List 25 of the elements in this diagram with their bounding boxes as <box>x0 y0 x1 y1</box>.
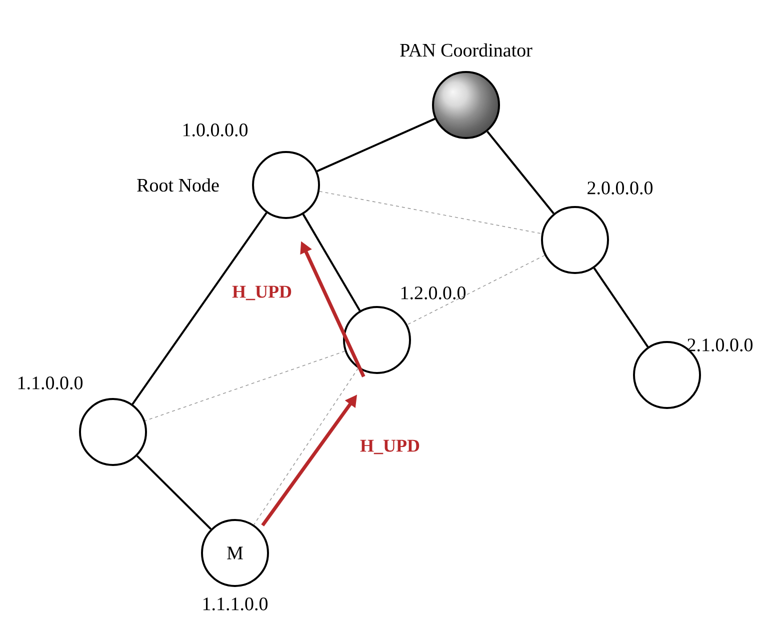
node-circle <box>343 306 411 374</box>
node-circle <box>432 71 500 139</box>
node-circle <box>252 151 320 219</box>
edge-label: H_UPD <box>360 440 420 454</box>
node-circle <box>541 206 609 274</box>
connector-line <box>486 130 554 214</box>
dashed-line <box>144 350 346 422</box>
edge-label: H_UPD <box>232 286 292 300</box>
node-label: 2.0.0.0.0 <box>588 182 653 194</box>
dashed-line <box>253 368 359 526</box>
node-label: 1.1.1.0.0 <box>203 598 268 610</box>
node-label: 2.1.0.0.0 <box>688 338 753 352</box>
connector-line <box>593 268 649 348</box>
node-label: 1.1.0.0.0 <box>18 376 83 390</box>
connector-line <box>132 212 268 405</box>
dashed-line <box>406 254 546 326</box>
connector-line <box>316 118 436 172</box>
node-label: Root Node <box>137 178 219 192</box>
node-label: 1.2.0.0.0 <box>401 286 466 300</box>
node-label: PAN Coordinator <box>400 43 532 57</box>
connector-line <box>302 214 361 312</box>
dashed-line <box>319 190 542 234</box>
node-label: 1.0.0.0.0 <box>183 124 248 136</box>
node-circle <box>79 398 147 466</box>
connector-line <box>136 455 212 530</box>
